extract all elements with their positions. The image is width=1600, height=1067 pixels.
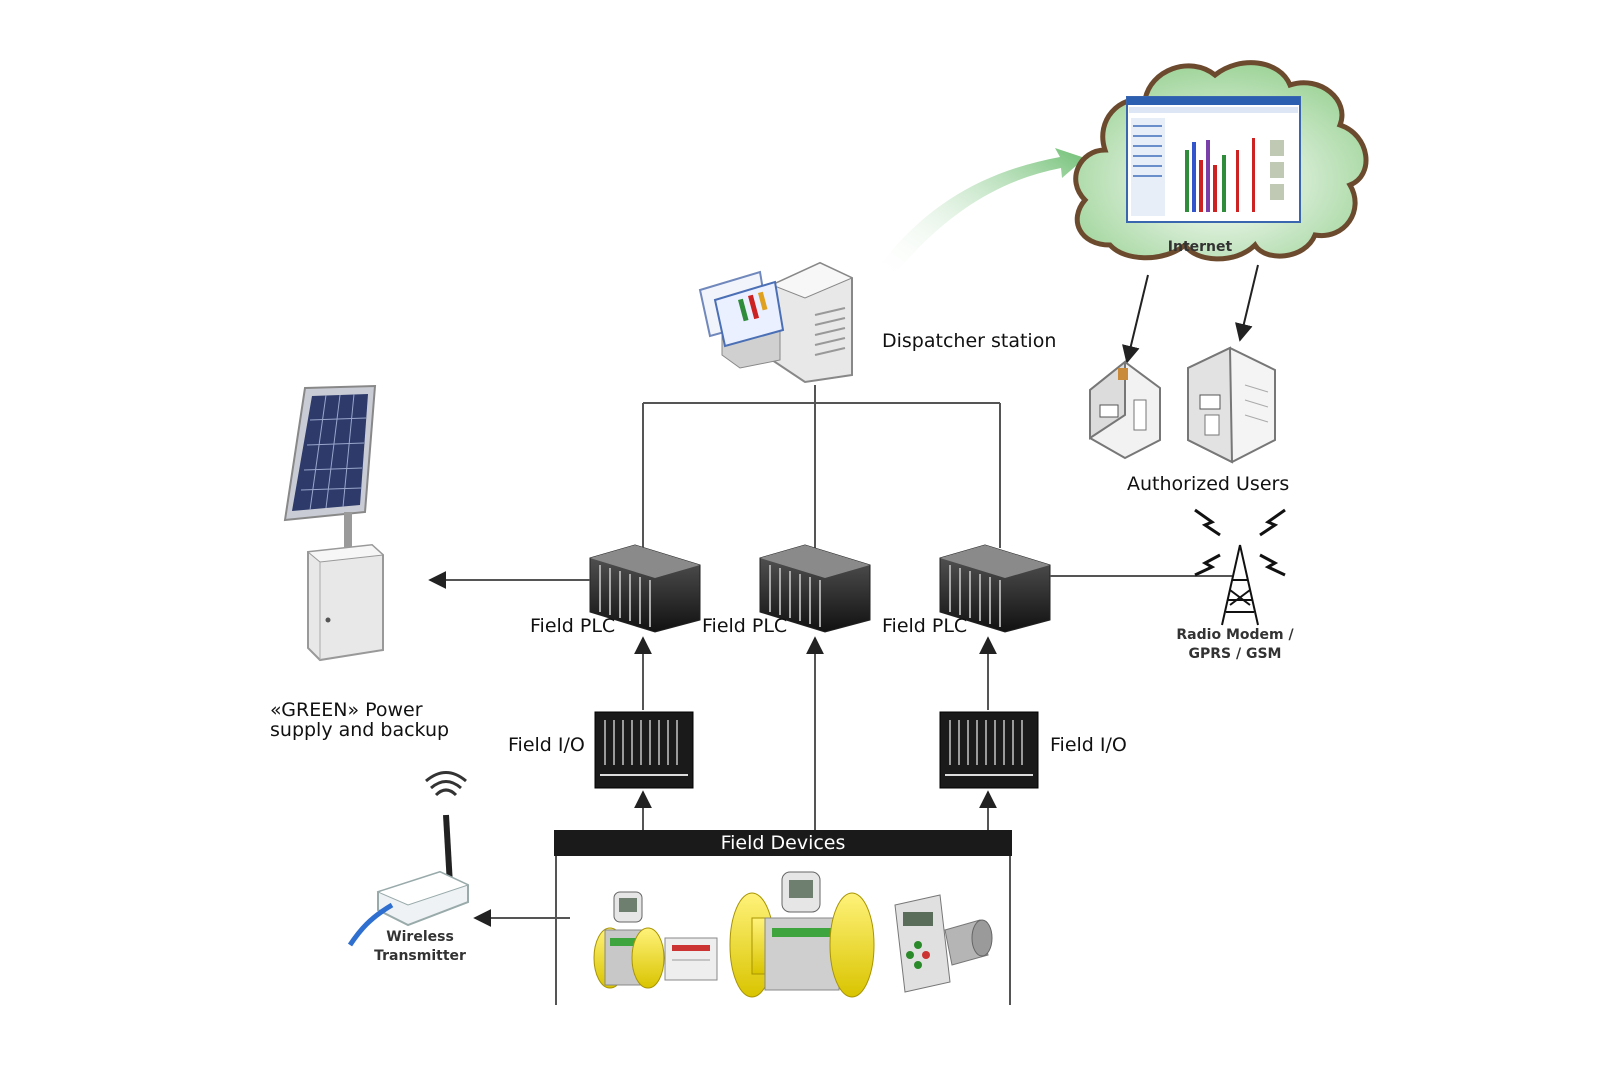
internet-to-office-arrow [1235,264,1259,342]
field-plc-1-label: Field PLC [530,615,616,637]
field-io-1-label: Field I/O [508,734,585,756]
radio-modem-label-line2: GPRS / GSM [1188,646,1282,662]
field-io-1-icon [594,711,694,789]
field-plc-3-icon [939,544,1051,633]
wireless-transmitter-label-line1: Wireless [386,929,454,945]
internet-label: Internet [1167,239,1233,255]
dispatcher-station-icon [698,261,854,384]
field-plc-1-icon [589,544,701,633]
field-devices-title: Field Devices [720,832,846,854]
field-io-2-icon [939,711,1039,789]
radio-modem-label-line1: Radio Modem / [1176,627,1294,643]
field-io-2-label: Field I/O [1050,734,1127,756]
signal-converter-icon [664,937,718,981]
green-power-label-line2: supply and backup [270,719,450,741]
radio-tower-icon [1194,508,1286,626]
wireless-transmitter-label-line2: Transmitter [374,948,466,964]
field-plc-3-label: Field PLC [882,615,968,637]
green-power-label-line1: «GREEN» Power [270,699,423,721]
dispatcher-station-label: Dispatcher station [882,330,1057,352]
radio-modem-label: Radio Modem / GPRS / GSM [1160,626,1310,664]
field-plc-2-icon [759,544,871,633]
flow-meter-small-icon [593,891,665,989]
green-power-label: «GREEN» Power supply and backup [270,700,449,740]
field-devices-bar [554,830,1012,856]
wireless-transmitter-label: Wireless Transmitter [360,928,480,966]
web-dashboard-screen [1126,96,1301,223]
wireless-transmitter-icon [347,771,470,947]
flow-meter-large-icon [729,871,875,998]
solar-power-supply-icon [283,384,385,662]
internet-to-home-arrow [1122,274,1149,364]
home-user-icon [1089,359,1161,460]
dispatcher-bus [642,385,1001,548]
internet-link-arrow [880,148,1085,280]
authorized-users-label: Authorized Users [1127,473,1290,495]
field-plc-2-label: Field PLC [702,615,788,637]
office-user-icon [1187,346,1276,464]
ultrasonic-meter-icon [894,894,993,993]
